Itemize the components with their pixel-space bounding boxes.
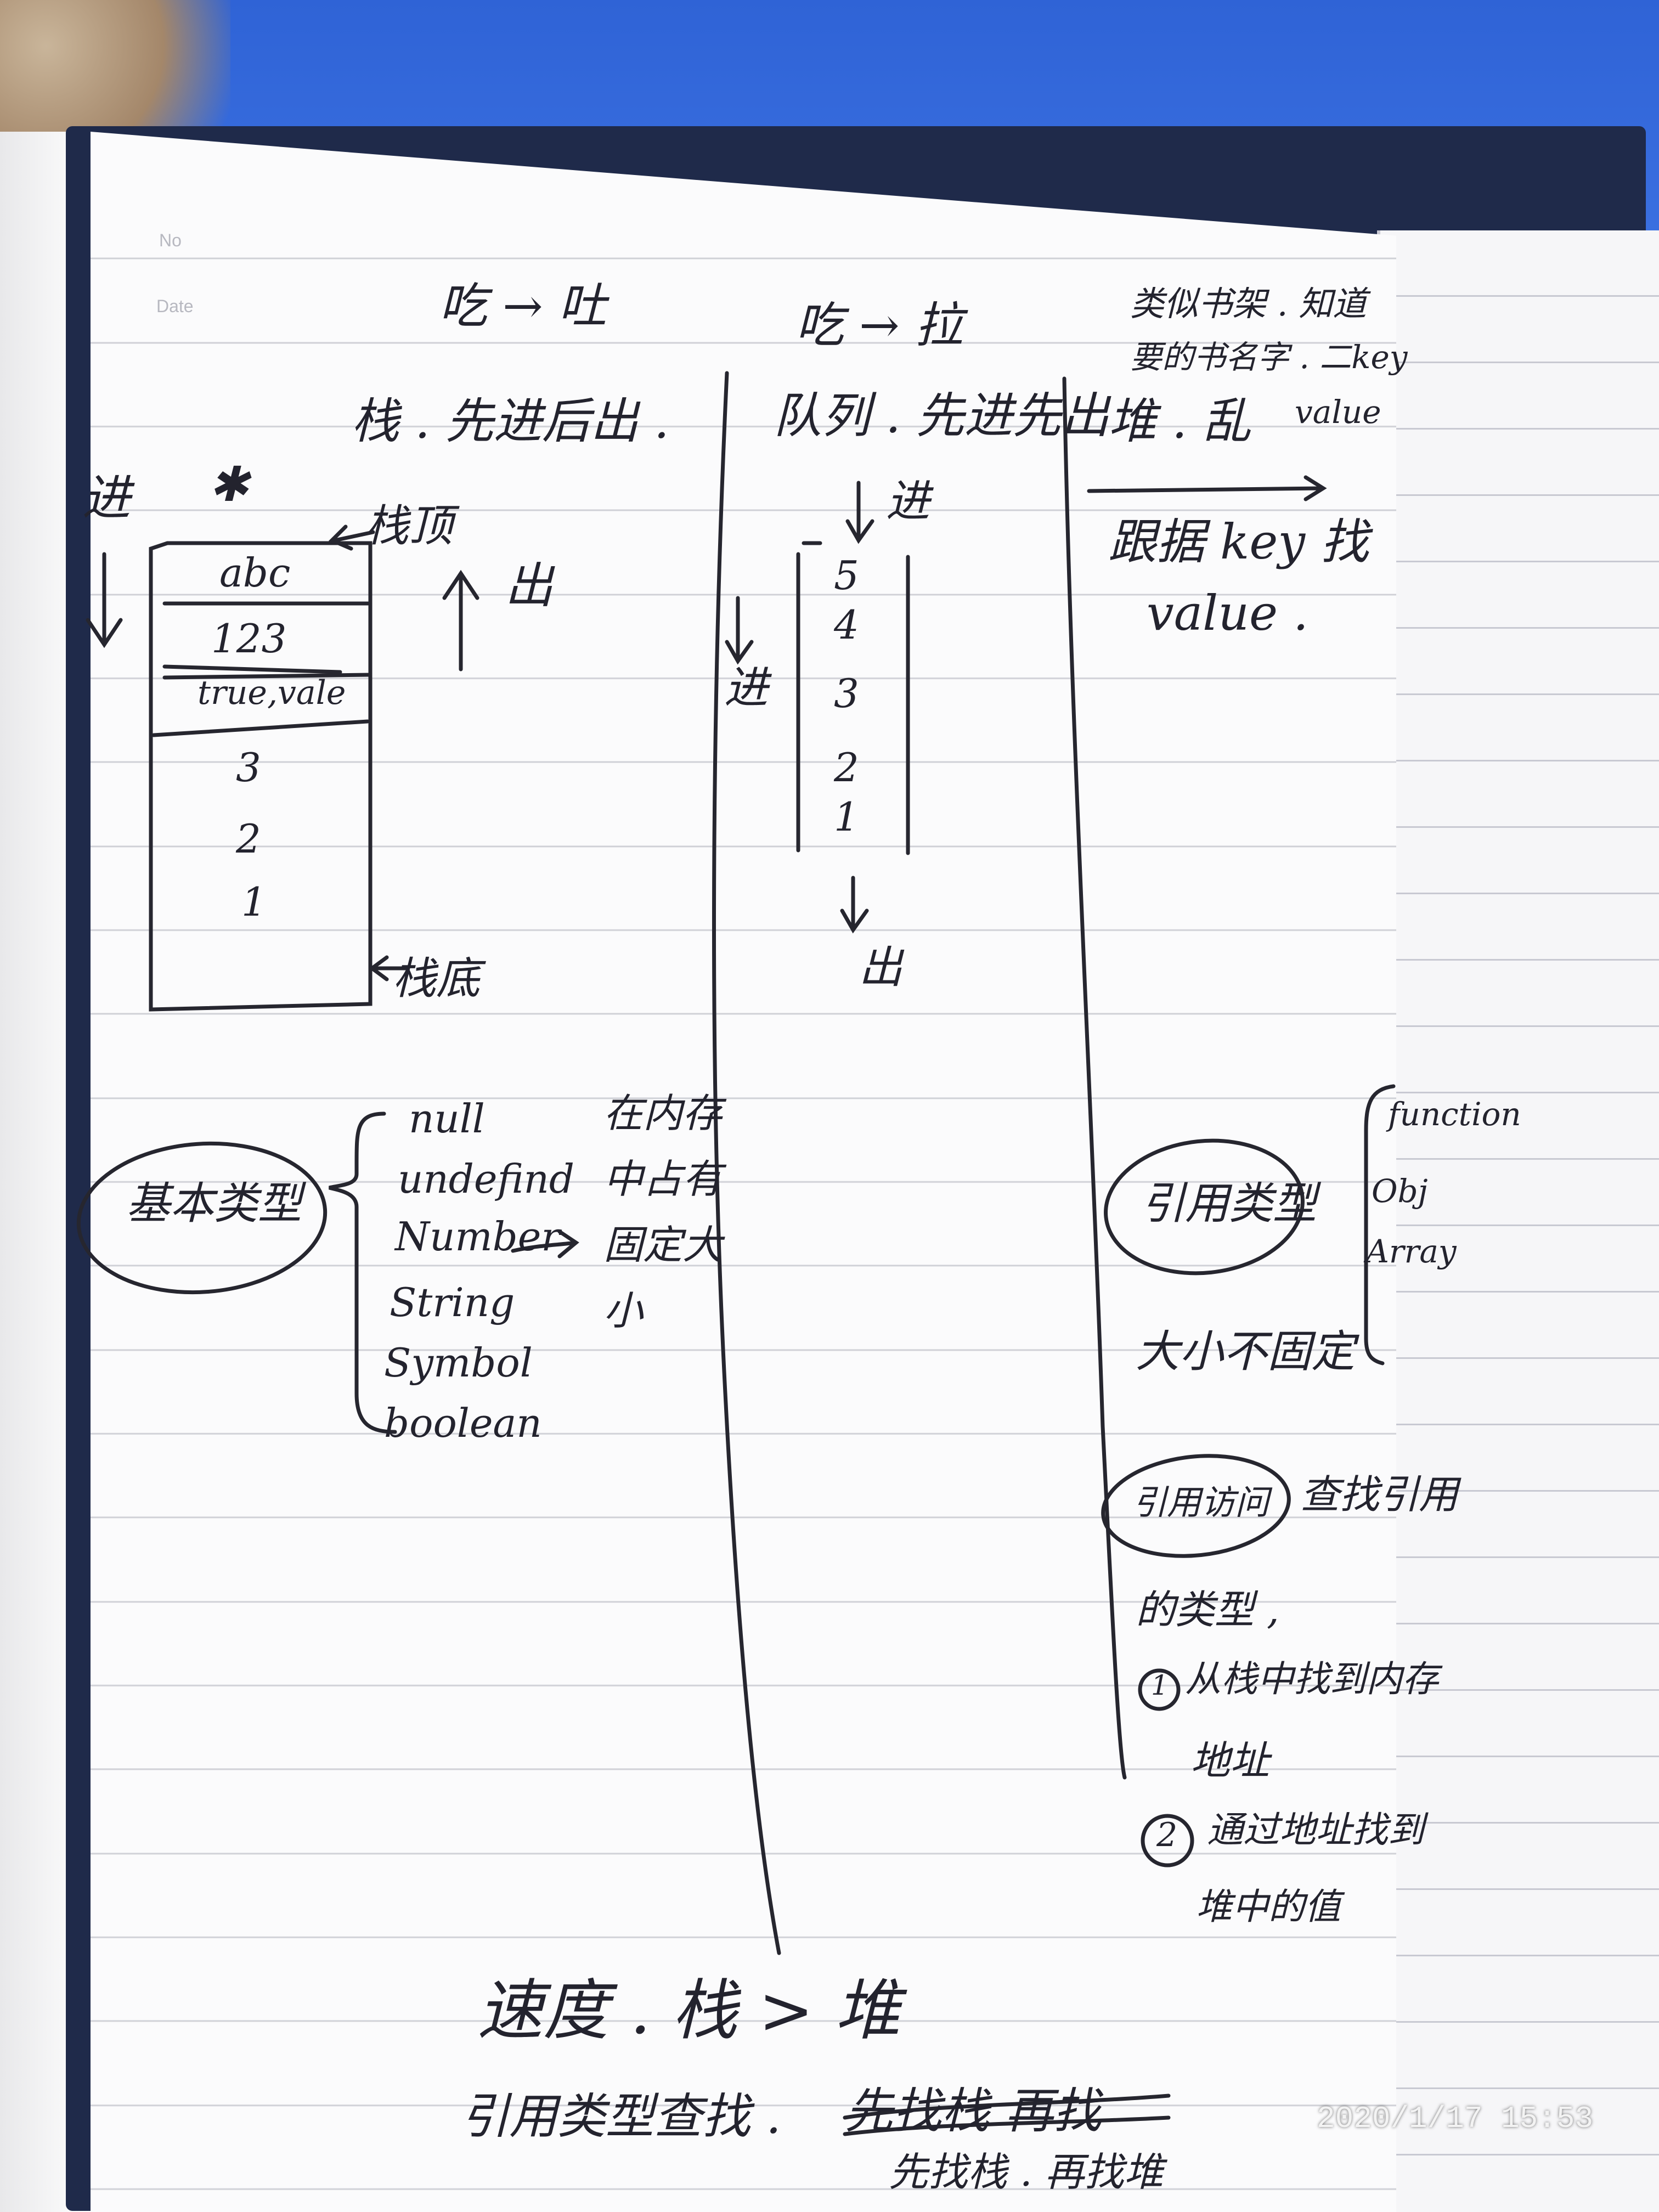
- type-item: String: [390, 1279, 515, 1325]
- queue-item: 5: [834, 552, 859, 599]
- col1-bottom-label: 栈底: [392, 953, 480, 1004]
- queue-in-arrow-top: [845, 481, 874, 544]
- memory-note-line: 中占有: [603, 1156, 723, 1202]
- stack-line-3: [162, 673, 373, 680]
- memory-note-line: 小: [603, 1288, 644, 1334]
- queue-item: 1: [834, 794, 859, 840]
- stack-line-2: [162, 664, 342, 674]
- queue-in-arrow-side: [725, 596, 754, 665]
- ref-type-label: 引用类型: [1141, 1178, 1317, 1229]
- ref-list-item: Obj: [1372, 1172, 1428, 1210]
- step2-circle: [1141, 1814, 1194, 1867]
- column-divider-2: [1062, 376, 1127, 1780]
- step1-number: 1: [1151, 1669, 1169, 1701]
- bottom-struck-text: 先找栈 再找: [845, 2083, 1102, 2139]
- ref-access-ellipse: [1101, 1454, 1291, 1558]
- heap-note-line1: 类似书架 . 知道: [1130, 284, 1367, 324]
- printed-date-label: Date: [156, 296, 194, 316]
- notebook-right-page: [1377, 230, 1659, 2212]
- step2-line2: 堆中的值: [1196, 1886, 1341, 1928]
- ref-type-ellipse: [1104, 1138, 1305, 1276]
- ref-desc-line1: 查找引用: [1300, 1471, 1459, 1517]
- step1-circle: [1138, 1668, 1181, 1711]
- type-item: null: [409, 1096, 485, 1142]
- step2-line1: 通过地址找到: [1207, 1809, 1424, 1851]
- stack-item: 1: [241, 879, 267, 925]
- memory-note-line: 在内存: [603, 1090, 723, 1136]
- stack-item: true,vale: [198, 674, 346, 712]
- queue-item: 2: [834, 744, 859, 791]
- notebook-left-page: [91, 132, 1396, 2212]
- col1-top-label: 栈顶: [365, 500, 453, 551]
- ref-list-item: Array: [1366, 1233, 1457, 1270]
- queue-item: 4: [834, 602, 859, 648]
- heap-find-line2: value .: [1147, 585, 1309, 641]
- stack-item: abc: [219, 550, 291, 596]
- basic-type-ellipse: [76, 1141, 328, 1295]
- top-pointer-arrow: [328, 524, 375, 551]
- col2-in-top: 进: [886, 476, 930, 527]
- col2-out-label: 出: [859, 942, 902, 993]
- bottom-speed-line: 速度 . 栈 > 堆: [477, 1973, 901, 2049]
- stack-item: 2: [236, 816, 261, 862]
- step1-line1: 从栈中找到内存: [1185, 1658, 1438, 1700]
- heap-note-line3: value: [1295, 393, 1381, 431]
- col2-in-side: 进: [724, 662, 768, 713]
- ref-list-item: function: [1388, 1096, 1521, 1133]
- col1-in-label: 进: [82, 470, 131, 526]
- queue-out-arrow: [840, 876, 869, 934]
- stack-item: 3: [236, 744, 261, 791]
- type-item: boolean: [384, 1400, 542, 1446]
- col1-out-label: 出: [505, 557, 554, 614]
- heap-underline-arrow: [1087, 475, 1327, 501]
- memory-note-line: 固定大: [603, 1222, 723, 1268]
- stack-line-4: [151, 719, 370, 737]
- col3-title: 堆 . 乱: [1108, 393, 1251, 449]
- size-note: 大小不固定: [1136, 1326, 1355, 1377]
- bottom-correction-line: 先找栈 . 再找堆: [889, 2149, 1164, 2195]
- type-item: Symbol: [384, 1340, 533, 1386]
- printed-no-label: No: [159, 230, 182, 250]
- heap-find-line1: 跟据 key 找: [1108, 514, 1369, 570]
- col1-mark: ✱: [208, 456, 249, 512]
- bottom-pointer-arrow: [369, 955, 408, 981]
- out-arrow: [442, 569, 479, 672]
- memory-arrow: [511, 1229, 579, 1259]
- strike-line-2: [843, 2115, 1171, 2136]
- type-item: Number: [395, 1214, 560, 1260]
- type-item: undefind: [398, 1156, 574, 1202]
- ref-desc-line2: 的类型 ,: [1136, 1587, 1279, 1633]
- step2-number: 2: [1156, 1816, 1178, 1854]
- ref-list-brace: [1364, 1084, 1396, 1365]
- basic-type-label: 基本类型: [126, 1178, 302, 1229]
- types-brace: [329, 1111, 397, 1434]
- col2-title: 队列 . 先进先出: [774, 387, 1109, 444]
- timestamp-stamp: 2020/1/17 15:53: [1317, 2101, 1594, 2136]
- col1-title: 栈 . 先进后出 .: [351, 393, 669, 449]
- ref-access-label: 引用访问: [1133, 1482, 1269, 1522]
- stack-item: 123: [211, 616, 287, 662]
- col1-heading: 吃 → 吐: [439, 278, 607, 334]
- heap-note-line2: 要的书名字 . 二key: [1130, 338, 1408, 376]
- in-arrow: [86, 552, 123, 648]
- queue-item: 3: [834, 670, 859, 716]
- column-divider-1: [712, 371, 781, 1955]
- strike-line-1: [843, 2094, 1171, 2120]
- col2-heading: 吃 → 拉: [795, 297, 963, 353]
- step1-line2: 地址: [1190, 1737, 1270, 1784]
- bottom-ref-line: 引用类型查找 .: [461, 2088, 781, 2145]
